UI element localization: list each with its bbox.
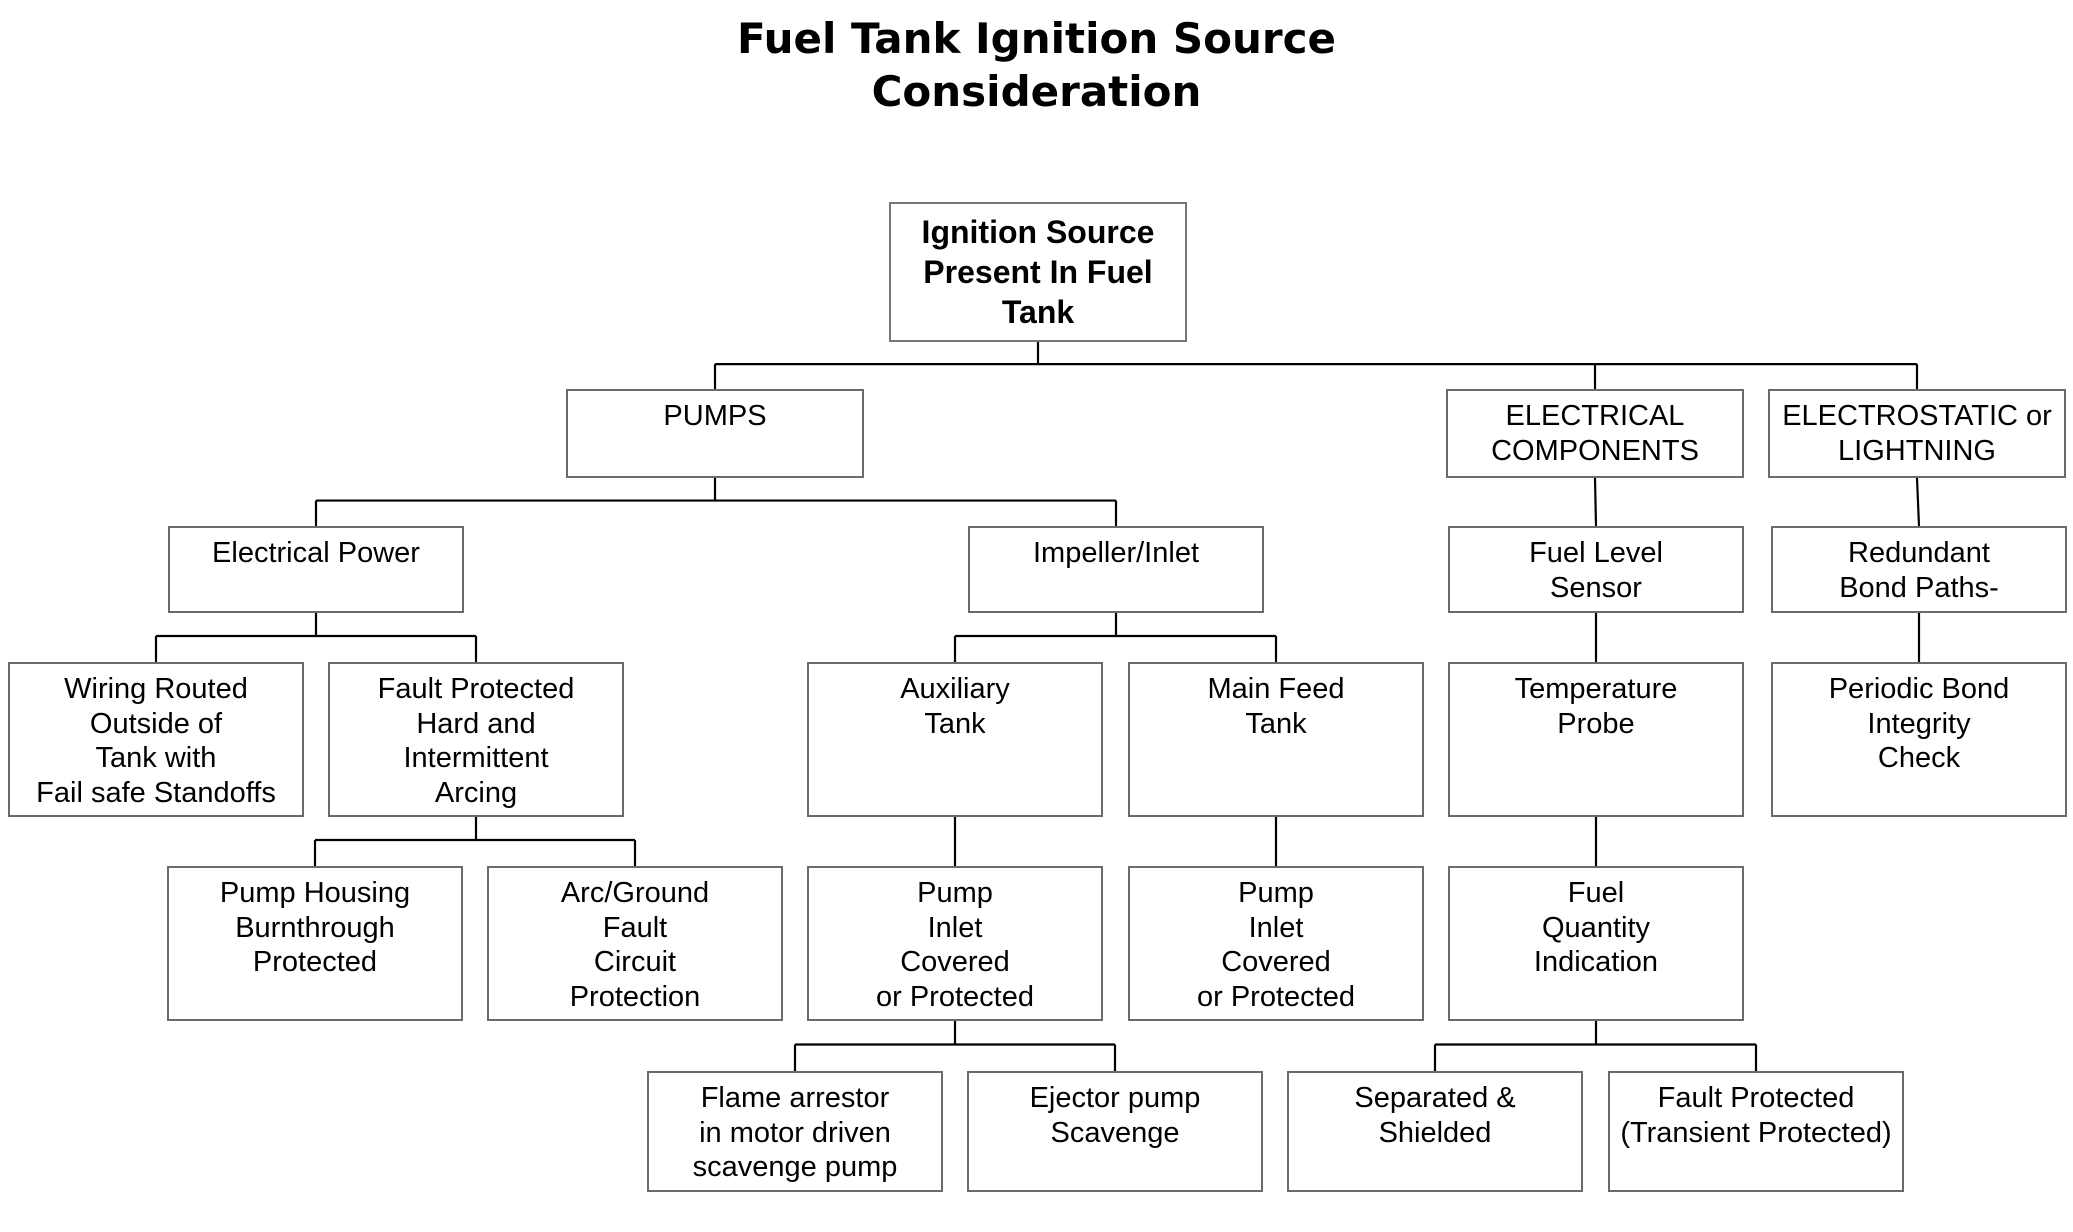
node-redundant-bond-paths-line: Bond Paths-	[1839, 571, 1999, 604]
node-root-line: Ignition Source	[921, 214, 1155, 250]
node-pumps-line: PUMPS	[663, 400, 767, 432]
node-temperature-probe-line: Temperature	[1514, 673, 1678, 705]
node-pump-inlet-aux-line: Pump	[917, 877, 993, 909]
node-electrical-components-line: COMPONENTS	[1491, 434, 1699, 467]
connector-electrical-components-to-fuel-level-sensor	[1593, 477, 1598, 527]
node-root-line: Tank	[1001, 294, 1075, 330]
node-fuel-level-sensor-line: Sensor	[1550, 571, 1642, 604]
node-pump-inlet-main-line: or Protected	[1197, 980, 1355, 1013]
node-wiring-routed-line: Tank with	[95, 742, 217, 774]
node-wiring-routed-line: Wiring Routed	[64, 673, 248, 705]
node-arc-ground-fault-line: Fault	[602, 911, 668, 944]
node-electrical-components-line: ELECTRICAL	[1505, 400, 1685, 432]
node-impeller-inlet: Impeller/Inlet	[968, 526, 1264, 613]
diagram-title-line-1: Fuel Tank Ignition Source	[737, 14, 1336, 63]
node-arc-ground-fault-line: Circuit	[593, 946, 677, 978]
node-arc-ground-fault-line: Arc/Ground	[560, 877, 710, 909]
node-pump-inlet-main-line: Covered	[1221, 946, 1331, 978]
node-flame-arrestor-line: in motor driven	[699, 1116, 891, 1149]
node-ejector-pump-scavenge-line: Scavenge	[1050, 1116, 1180, 1149]
node-auxiliary-tank-line: Auxiliary	[900, 673, 1010, 705]
node-fuel-quantity-indication-line: Fuel	[1567, 877, 1625, 909]
node-periodic-bond-integrity-check-line: Check	[1877, 742, 1961, 774]
node-auxiliary-tank-line: Tank	[924, 707, 986, 740]
node-electrical-power-line: Electrical Power	[212, 537, 420, 569]
node-fault-protected-arcing-line: Intermittent	[403, 742, 549, 774]
node-fault-protected-arcing-line: Hard and	[416, 707, 536, 740]
node-pump-housing-burnthrough-line: Burnthrough	[235, 911, 395, 944]
node-pump-inlet-main-line: Inlet	[1248, 911, 1304, 944]
node-fuel-quantity-indication-line: Quantity	[1542, 911, 1650, 944]
node-separated-shielded: Separated &Shielded	[1287, 1071, 1583, 1192]
node-arc-ground-fault-line: Protection	[569, 980, 701, 1013]
node-wiring-routed-line: Fail safe Standoffs	[36, 776, 276, 809]
node-separated-shielded-line: Shielded	[1378, 1116, 1492, 1149]
node-fault-protected-transient: Fault Protected(Transient Protected)	[1608, 1071, 1904, 1192]
node-flame-arrestor-line: scavenge pump	[692, 1151, 898, 1183]
node-electrical-power: Electrical Power	[168, 526, 464, 613]
node-electrostatic-or-lightning-line: LIGHTNING	[1838, 434, 1996, 467]
node-temperature-probe-line: Probe	[1557, 707, 1635, 740]
node-fuel-level-sensor-line: Fuel Level	[1529, 537, 1663, 569]
node-wiring-routed-line: Outside of	[89, 707, 223, 740]
connector-electrostatic-or-lightning-to-redundant-bond-paths	[1915, 477, 1921, 527]
node-ejector-pump-scavenge-line: Ejector pump	[1029, 1082, 1201, 1114]
node-fault-protected-transient-line: Fault Protected	[1657, 1082, 1855, 1114]
node-fault-protected-arcing-line: Fault Protected	[377, 673, 575, 705]
node-impeller-inlet-line: Impeller/Inlet	[1032, 537, 1199, 569]
node-pump-housing-burnthrough-line: Pump Housing	[219, 877, 411, 909]
node-fuel-quantity-indication-line: Indication	[1533, 946, 1659, 978]
diagram-title: Fuel Tank Ignition Source Consideration	[0, 12, 2073, 118]
node-pump-inlet-aux-line: or Protected	[876, 980, 1034, 1013]
node-fault-protected-arcing-line: Arcing	[434, 776, 518, 809]
node-fault-protected-transient-line: (Transient Protected)	[1620, 1116, 1892, 1149]
node-pump-housing-burnthrough-line: Protected	[252, 946, 378, 978]
node-pump-inlet-aux-line: Covered	[900, 946, 1010, 978]
node-pump-inlet-main-line: Pump	[1238, 877, 1314, 909]
node-pumps: PUMPS	[566, 389, 864, 478]
node-main-feed-tank-line: Tank	[1245, 707, 1307, 740]
node-root-line: Present In Fuel	[923, 254, 1153, 290]
diagram-title-line-2: Consideration	[871, 67, 1202, 116]
node-separated-shielded-line: Separated &	[1354, 1082, 1516, 1114]
node-flame-arrestor-line: Flame arrestor	[700, 1082, 890, 1114]
node-redundant-bond-paths-line: Redundant	[1848, 537, 1990, 569]
node-periodic-bond-integrity-check-line: Periodic Bond	[1828, 673, 2010, 705]
node-periodic-bond-integrity-check-line: Integrity	[1867, 707, 1971, 740]
node-main-feed-tank-line: Main Feed	[1207, 673, 1345, 705]
node-electrostatic-or-lightning-line: ELECTROSTATIC or	[1782, 400, 2052, 432]
node-pump-inlet-aux-line: Inlet	[927, 911, 983, 944]
